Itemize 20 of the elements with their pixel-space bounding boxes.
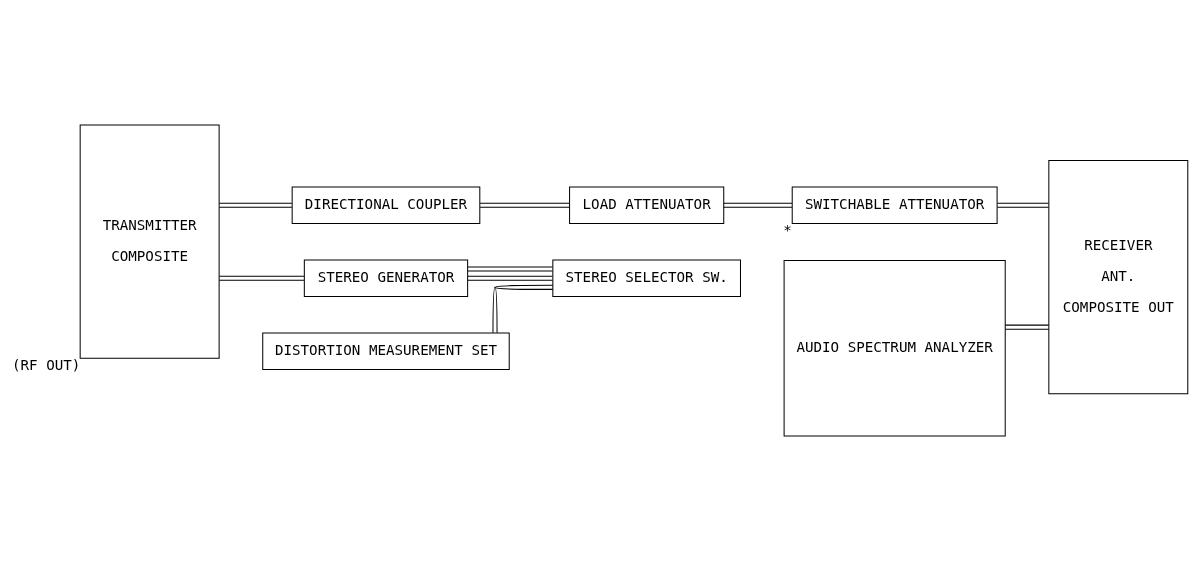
connector — [492, 284, 554, 334]
node-box: LOAD ATTENUATOR — [569, 186, 725, 224]
node-box: AUDIO SPECTRUM ANALYZER — [783, 259, 1006, 437]
connector — [218, 202, 293, 208]
node-box: TRANSMITTER COMPOSITE — [79, 124, 220, 359]
node-box: DIRECTIONAL COUPLER — [291, 186, 481, 224]
connector — [996, 202, 1050, 208]
node-label: * — [783, 221, 792, 238]
connector — [467, 266, 553, 272]
node-box: RECEIVER ANT. COMPOSITE OUT — [1048, 160, 1189, 395]
connector — [1004, 324, 1050, 330]
connector — [218, 275, 305, 281]
connector — [479, 202, 570, 208]
connector — [467, 275, 553, 281]
node-box: DISTORTION MEASUREMENT SET — [262, 332, 510, 370]
node-box: SWITCHABLE ATTENUATOR — [791, 186, 998, 224]
node-box: STEREO SELECTOR SW. — [552, 259, 741, 297]
node-box: STEREO GENERATOR — [303, 259, 469, 297]
node-label: (RF OUT) — [12, 356, 81, 373]
connector — [723, 202, 793, 208]
